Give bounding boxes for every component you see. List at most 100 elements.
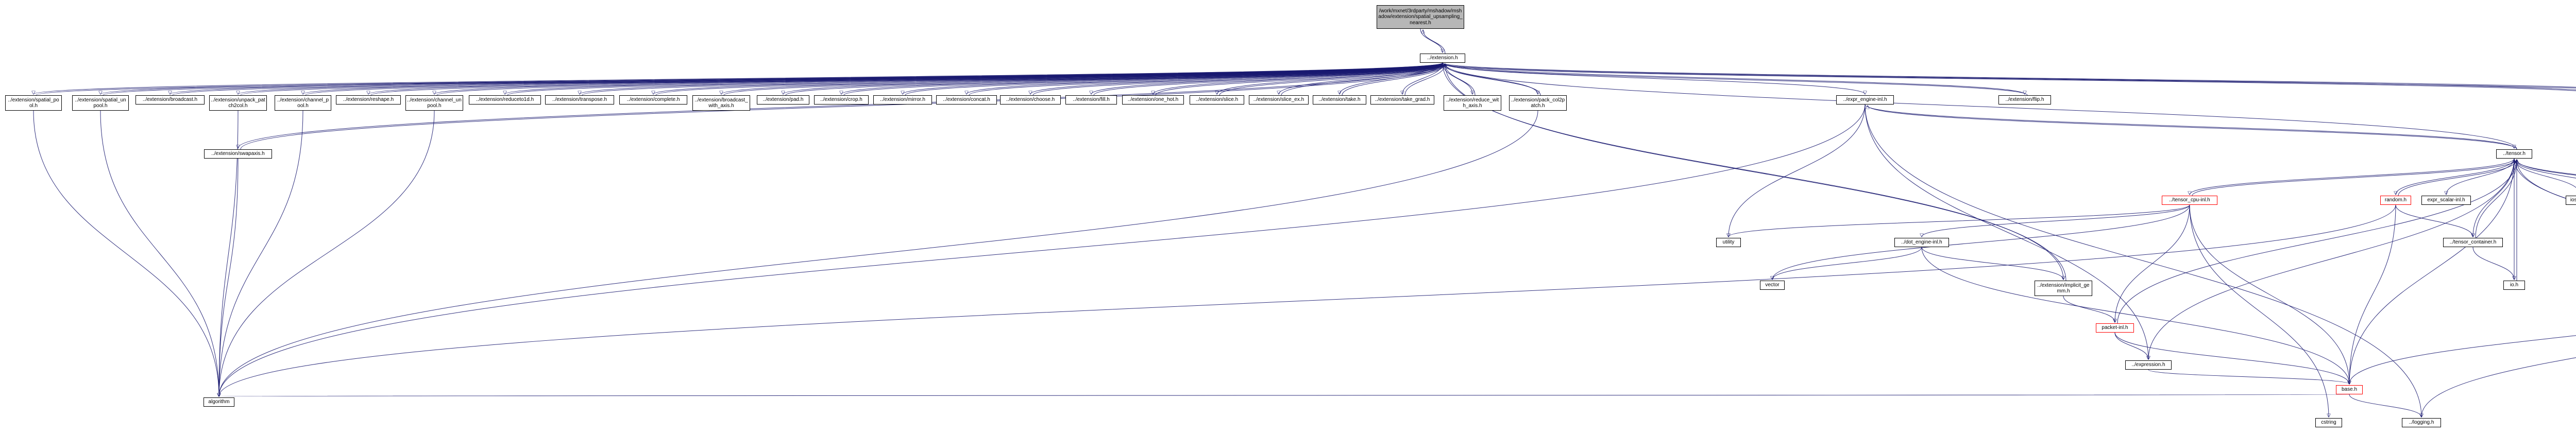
graph-node-spatial_pool[interactable]: ../extension/spatial_pool.h <box>5 95 62 111</box>
graph-node-take[interactable]: ../extension/take.h <box>1313 95 1366 105</box>
include-edge-flip-ext <box>1445 64 2028 96</box>
include-edge-mask-ext <box>1445 64 2576 89</box>
graph-node-dot_engine[interactable]: ../dot_engine-inl.h <box>1894 238 1949 247</box>
include-edge-tensor_cpu-dot_engine <box>1922 204 2190 237</box>
graph-node-tensor_container[interactable]: ../tensor_container.h <box>2443 238 2503 247</box>
include-edge-tensor_container-tensor <box>2475 160 2517 238</box>
graph-node-expr_engine[interactable]: ../expr_engine-inl.h <box>1836 95 1894 105</box>
graph-node-tensor_cpu[interactable]: ../tensor_cpu-inl.h <box>2162 196 2217 205</box>
include-edge-spatial_pool-algorithm <box>33 110 219 396</box>
graph-node-base[interactable]: base.h <box>2336 385 2363 394</box>
include-edge-dot_engine-implicit_gemm <box>1921 247 2063 280</box>
graph-node-channel_pool[interactable]: ../extension/channel_pool.h <box>275 95 331 111</box>
graph-node-iostream[interactable]: iostream <box>2566 196 2576 205</box>
include-edge-swapaxis-algorithm <box>219 158 239 396</box>
include-edge-tensor-random <box>2396 158 2515 195</box>
graph-node-take_grad[interactable]: ../extension/take_grad.h <box>1370 95 1434 105</box>
include-edge-pack_col2patch-ext <box>1445 64 1541 96</box>
graph-node-pack_col2patch[interactable]: ../extension/pack_col2patch.h <box>1509 95 1567 111</box>
include-edge-packet-expression <box>2114 332 2148 359</box>
graph-node-complete[interactable]: ../extension/complete.h <box>619 95 687 105</box>
graph-node-tensor[interactable]: ../tensor.h <box>2496 149 2532 159</box>
include-edge-expr_engine-algorithm <box>219 104 1866 396</box>
graph-node-slice[interactable]: ../extension/slice.h <box>1190 95 1244 105</box>
include-edge-pad-ext <box>785 64 1445 96</box>
include-edge-slice-ext <box>1219 64 1445 96</box>
graph-node-expr_scalar[interactable]: expr_scalar-inl.h <box>2421 196 2471 205</box>
graph-node-implicit_gemm[interactable]: ../extension/implicit_gemm.h <box>2035 281 2092 296</box>
graph-node-crop[interactable]: ../extension/crop.h <box>814 95 869 105</box>
graph-node-algorithm[interactable]: algorithm <box>204 397 234 407</box>
include-edge-random-algorithm <box>219 204 2396 396</box>
include-edge-ext-flip <box>1442 62 2025 94</box>
include-edge-main-ext <box>1420 28 1443 53</box>
graph-node-random[interactable]: random.h <box>2380 196 2411 205</box>
include-edge-random-tensor <box>2398 160 2517 196</box>
graph-node-main[interactable]: /work/mxnet/3rdparty/mshadow/mshadow/ext… <box>1377 5 1464 29</box>
include-edge-unpack_patch2col-algorithm <box>219 110 239 396</box>
graph-node-fill[interactable]: ../extension/fill.h <box>1065 95 1117 105</box>
include-edge-tensor_container-io <box>2472 247 2514 280</box>
include-edge-expr_engine-logging <box>1865 104 2421 417</box>
include-edge-expr_engine-utility <box>1728 104 1866 237</box>
graph-node-concat[interactable]: ../extension/concat.h <box>936 95 997 105</box>
include-edge-pack_col2patch-algorithm <box>219 110 1538 396</box>
include-edge-tensor-base <box>2349 158 2515 384</box>
graph-node-spatial_unpool[interactable]: ../extension/spatial_unpool.h <box>72 95 129 111</box>
include-edge-packet-base <box>2114 332 2349 384</box>
graph-node-expression[interactable]: ../expression.h <box>2125 360 2172 370</box>
graph-node-channel_unpool[interactable]: ../extension/channel_unpool.h <box>405 95 463 111</box>
include-edge-range-ext <box>1445 64 2576 91</box>
include-edge-ext-range <box>1442 62 2576 91</box>
include-edge-reshape-ext <box>370 64 1445 96</box>
graph-node-io[interactable]: io.h <box>2503 281 2525 290</box>
include-edge-tensor_cpu-vector <box>1772 204 2190 280</box>
graph-node-unpack_patch2col[interactable]: ../extension/unpack_patch2col.h <box>209 95 267 111</box>
graph-node-flip[interactable]: ../extension/flip.h <box>1998 95 2051 105</box>
include-edge-tensor-expr_scalar <box>2446 158 2515 195</box>
include-edge-tensor-expr_engine <box>1868 106 2517 150</box>
include-edge-take_grad-ext <box>1404 64 1445 96</box>
graph-node-logging[interactable]: ../logging.h <box>2402 418 2441 427</box>
include-edge-ext-mask <box>1442 62 2576 88</box>
graph-node-reduce_with_axis[interactable]: ../extension/reduce_with_axis.h <box>1444 95 1501 111</box>
include-edge-tensor_cpu-tensor <box>2192 160 2517 196</box>
include-edge-stream_gpu-tensor <box>2517 160 2576 202</box>
include-edge-take-ext <box>1342 64 1445 96</box>
graph-node-packet[interactable]: packet-inl.h <box>2096 323 2134 333</box>
include-edge-spatial_unpool-algorithm <box>100 110 219 396</box>
include-edge-channel_pool-algorithm <box>219 110 303 396</box>
include-edge-tensor_cpu-utility <box>1728 204 2190 237</box>
graph-node-swapaxis[interactable]: ../extension/swapaxis.h <box>204 149 272 159</box>
graph-node-utility[interactable]: utility <box>1716 238 1741 247</box>
graph-node-one_hot[interactable]: ../extension/one_hot.h <box>1122 95 1184 105</box>
graph-node-broadcast[interactable]: ../extension/broadcast.h <box>135 95 205 105</box>
graph-node-mirror[interactable]: ../extension/mirror.h <box>873 95 932 105</box>
graph-node-slice_ex[interactable]: ../extension/slice_ex.h <box>1249 95 1309 105</box>
graph-node-reduceto1d[interactable]: ../extension/reduceto1d.h <box>469 95 541 105</box>
include-edge-ext-main <box>1423 30 1446 54</box>
graph-node-reshape[interactable]: ../extension/reshape.h <box>336 95 401 105</box>
include-edge-channel_unpool-algorithm <box>219 110 435 396</box>
include-edge-base-algorithm <box>219 394 2350 396</box>
graph-node-ext[interactable]: ../extension.h <box>1420 54 1465 63</box>
include-edge-tensor_gpu-tensor <box>2517 160 2576 176</box>
include-edge-expression-base <box>2148 369 2349 384</box>
include-edge-tensor_cpu-packet <box>2115 204 2190 322</box>
graph-node-choose[interactable]: ../extension/choose.h <box>1000 95 1061 105</box>
graph-node-broadcast_with_axis[interactable]: ../extension/broadcast_with_axis.h <box>692 95 750 111</box>
include-edge-random-tensor_container <box>2395 204 2473 237</box>
include-edge-tensor-ext <box>1445 64 2517 150</box>
include-edge-swapaxis-ext <box>240 64 1445 150</box>
graph-node-vector[interactable]: vector <box>1760 281 1785 290</box>
include-edge-expr_engine-expression <box>1865 104 2148 359</box>
graph-node-cstring[interactable]: cstring <box>2315 418 2342 427</box>
include-edge-fill-ext <box>1093 64 1445 96</box>
include-edge-stream_gpu-logging <box>2421 357 2576 417</box>
include-edge-tensor-tensor_cpu <box>2190 158 2515 195</box>
graph-node-transpose[interactable]: ../extension/transpose.h <box>545 95 614 105</box>
include-edge-expr_engine-tensor <box>1865 104 2514 148</box>
include-edge-slice_ex-ext <box>1281 64 1445 96</box>
graph-node-pad[interactable]: ../extension/pad.h <box>757 95 809 105</box>
